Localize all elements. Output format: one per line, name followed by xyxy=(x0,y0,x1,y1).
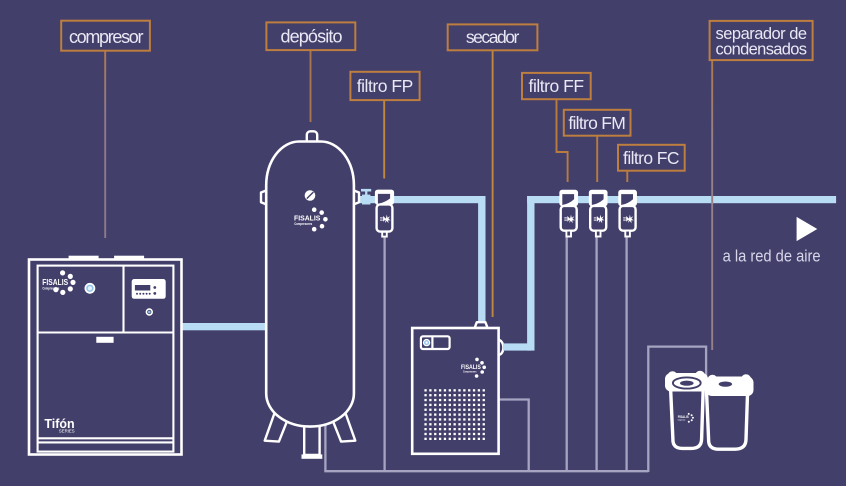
svg-text:compresor: compresor xyxy=(69,27,144,47)
svg-text:separador de: separador de xyxy=(716,25,808,43)
svg-text:SERIES: SERIES xyxy=(59,429,75,434)
svg-text:Compresores: Compresores xyxy=(678,419,686,421)
svg-text:a la red de aire: a la red de aire xyxy=(723,247,821,266)
svg-text:FISALIS: FISALIS xyxy=(461,364,481,371)
svg-text:condensados: condensados xyxy=(716,40,808,58)
svg-text:FISALIS: FISALIS xyxy=(678,415,689,419)
svg-text:filtro FF: filtro FF xyxy=(529,76,585,96)
svg-text:FISALIS: FISALIS xyxy=(294,213,320,222)
svg-text:Compresores: Compresores xyxy=(463,369,477,373)
svg-text:Compresores: Compresores xyxy=(42,286,59,290)
svg-text:FISALIS: FISALIS xyxy=(42,278,68,287)
svg-text:Tifón: Tifón xyxy=(44,416,74,431)
svg-text:Compresores: Compresores xyxy=(294,222,312,226)
svg-text:filtro FC: filtro FC xyxy=(623,148,680,168)
svg-text:filtro FP: filtro FP xyxy=(357,76,414,96)
svg-text:filtro FM: filtro FM xyxy=(568,113,626,133)
svg-text:secador: secador xyxy=(466,27,520,47)
svg-text:depósito: depósito xyxy=(281,27,343,47)
